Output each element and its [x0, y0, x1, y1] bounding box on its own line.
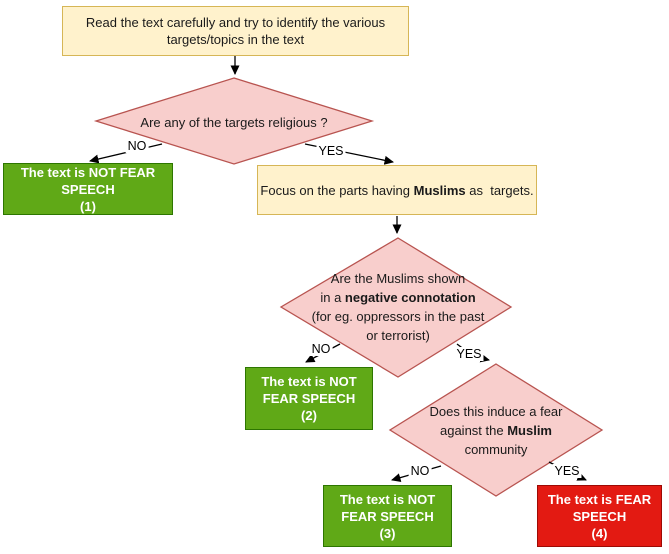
decision3-text: Does this induce a fear against the Musl…: [429, 404, 563, 457]
edge-label-yes2: YES: [454, 347, 484, 361]
decision3-diamond: [388, 363, 604, 497]
outcome2-text: The text is NOT FEAR SPEECH (2): [261, 374, 357, 423]
outcome4-text: The text is FEAR SPEECH (4): [547, 491, 652, 541]
decision2-diamond: [279, 237, 513, 378]
edge-label-no1: NO: [125, 139, 149, 153]
outcome3-text: The text is NOT FEAR SPEECH (3): [339, 491, 436, 541]
outcome1-node: The text is NOT FEAR SPEECH (1): [3, 163, 173, 215]
process1-node: Focus on the parts having Muslims as tar…: [257, 165, 537, 215]
process1-text: Focus on the parts having Muslims as tar…: [260, 182, 534, 198]
outcome2-node: The text is NOT FEAR SPEECH (2): [245, 367, 373, 430]
decision2-text: Are the Muslims shown in a negative conn…: [311, 271, 485, 343]
start-node-text: Read the text carefully and try to ident…: [85, 15, 386, 47]
decision1-diamond: [93, 77, 375, 165]
outcome3-node: The text is NOT FEAR SPEECH (3): [323, 485, 452, 547]
outcome4-node: The text is FEAR SPEECH (4): [537, 485, 662, 547]
edge-label-no2: NO: [309, 342, 333, 356]
edge-label-yes1: YES: [316, 144, 346, 158]
outcome1-text: The text is NOT FEAR SPEECH (1): [20, 164, 156, 214]
start-node: Read the text carefully and try to ident…: [62, 6, 409, 56]
edge-label-yes3: YES: [552, 464, 582, 478]
decision1-text: Are any of the targets religious ?: [140, 115, 328, 130]
edge-label-no3: NO: [408, 464, 432, 478]
